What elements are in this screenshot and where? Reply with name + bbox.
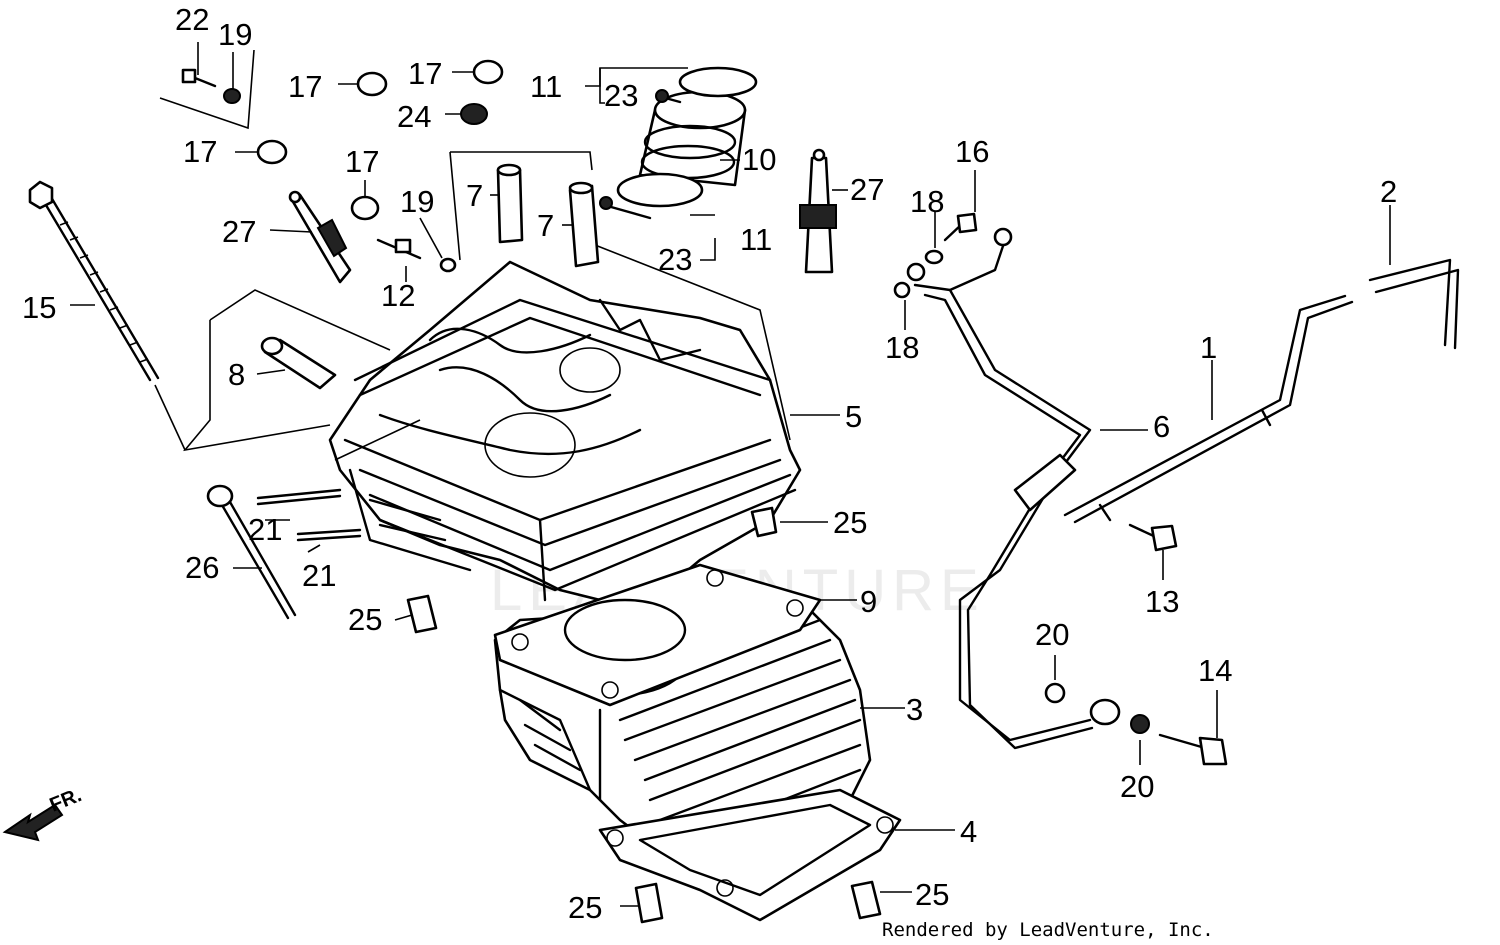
callout-17-b: 17 [408,56,442,91]
callout-6: 6 [1153,409,1170,444]
callout-16: 16 [955,134,989,169]
small-bolts [181,68,682,273]
callout-14: 14 [1198,653,1232,688]
group-outlines [154,49,791,461]
head-gasket [493,563,822,707]
bolt-hardware [924,212,1228,766]
callout-10: 10 [742,142,776,177]
studs-21 [256,488,362,542]
callout-7-right: 7 [537,208,554,243]
hose-2 [1368,258,1460,350]
wire-6 [893,227,1121,750]
leader-lines [70,42,1391,907]
callout-18-top: 18 [910,184,944,219]
callout-21-bottom: 21 [302,558,336,593]
callout-21-top: 21 [248,512,282,547]
callout-26: 26 [185,550,219,585]
stud-26 [206,484,297,620]
front-arrow: FR. [2,784,85,842]
callout-25-c: 25 [568,890,602,925]
callout-17-a: 17 [288,69,322,104]
callout-11-top: 11 [530,69,562,104]
callout-19-top: 19 [218,17,252,52]
front-label: FR. [47,784,85,816]
footer-credit: Rendered by LeadVenture, Inc. [882,919,1214,941]
pipe-7-left [496,163,524,244]
callout-25-d: 25 [915,877,949,912]
callout-1: 1 [1200,330,1217,365]
callout-27-right: 27 [850,172,884,207]
base-gasket [598,788,902,922]
callout-27-left: 27 [222,214,256,249]
callout-19-mid: 19 [400,184,434,219]
pipe-8 [260,336,337,390]
dowel-pins [406,506,882,924]
oil-pipe-1 [1063,294,1354,524]
callout-5: 5 [845,399,862,434]
nuts [256,59,504,221]
callout-7-left: 7 [466,178,483,213]
callout-18-bottom: 18 [885,330,919,365]
callout-20-top: 20 [1035,617,1069,652]
callout-9: 9 [860,584,877,619]
cylinder-head [328,260,802,612]
callout-25-a: 25 [833,505,867,540]
callout-24: 24 [397,99,431,134]
callout-23-top: 23 [604,78,638,113]
callout-17-c: 17 [183,134,217,169]
callout-11-bottom: 11 [740,222,772,257]
spark-plug-left [288,190,352,284]
callout-23-bottom: 23 [658,242,692,277]
callout-13: 13 [1145,584,1179,619]
callout-12: 12 [381,278,415,313]
callout-8: 8 [228,357,245,392]
pipe-7-right [568,181,600,268]
callout-3: 3 [906,692,923,727]
callout-2: 2 [1380,174,1397,209]
callout-4: 4 [960,814,977,849]
callout-17-d: 17 [345,144,379,179]
callout-labels: 1 2 3 4 5 6 7 7 8 9 10 11 11 12 13 14 15… [22,2,1397,925]
long-stud-15 [28,180,160,382]
callout-20-bottom: 20 [1120,769,1154,804]
callout-25-b: 25 [348,602,382,637]
spark-plug-right [799,148,837,274]
callout-22: 22 [175,2,209,37]
callout-15: 15 [22,290,56,325]
intake-joint-10 [616,66,758,208]
